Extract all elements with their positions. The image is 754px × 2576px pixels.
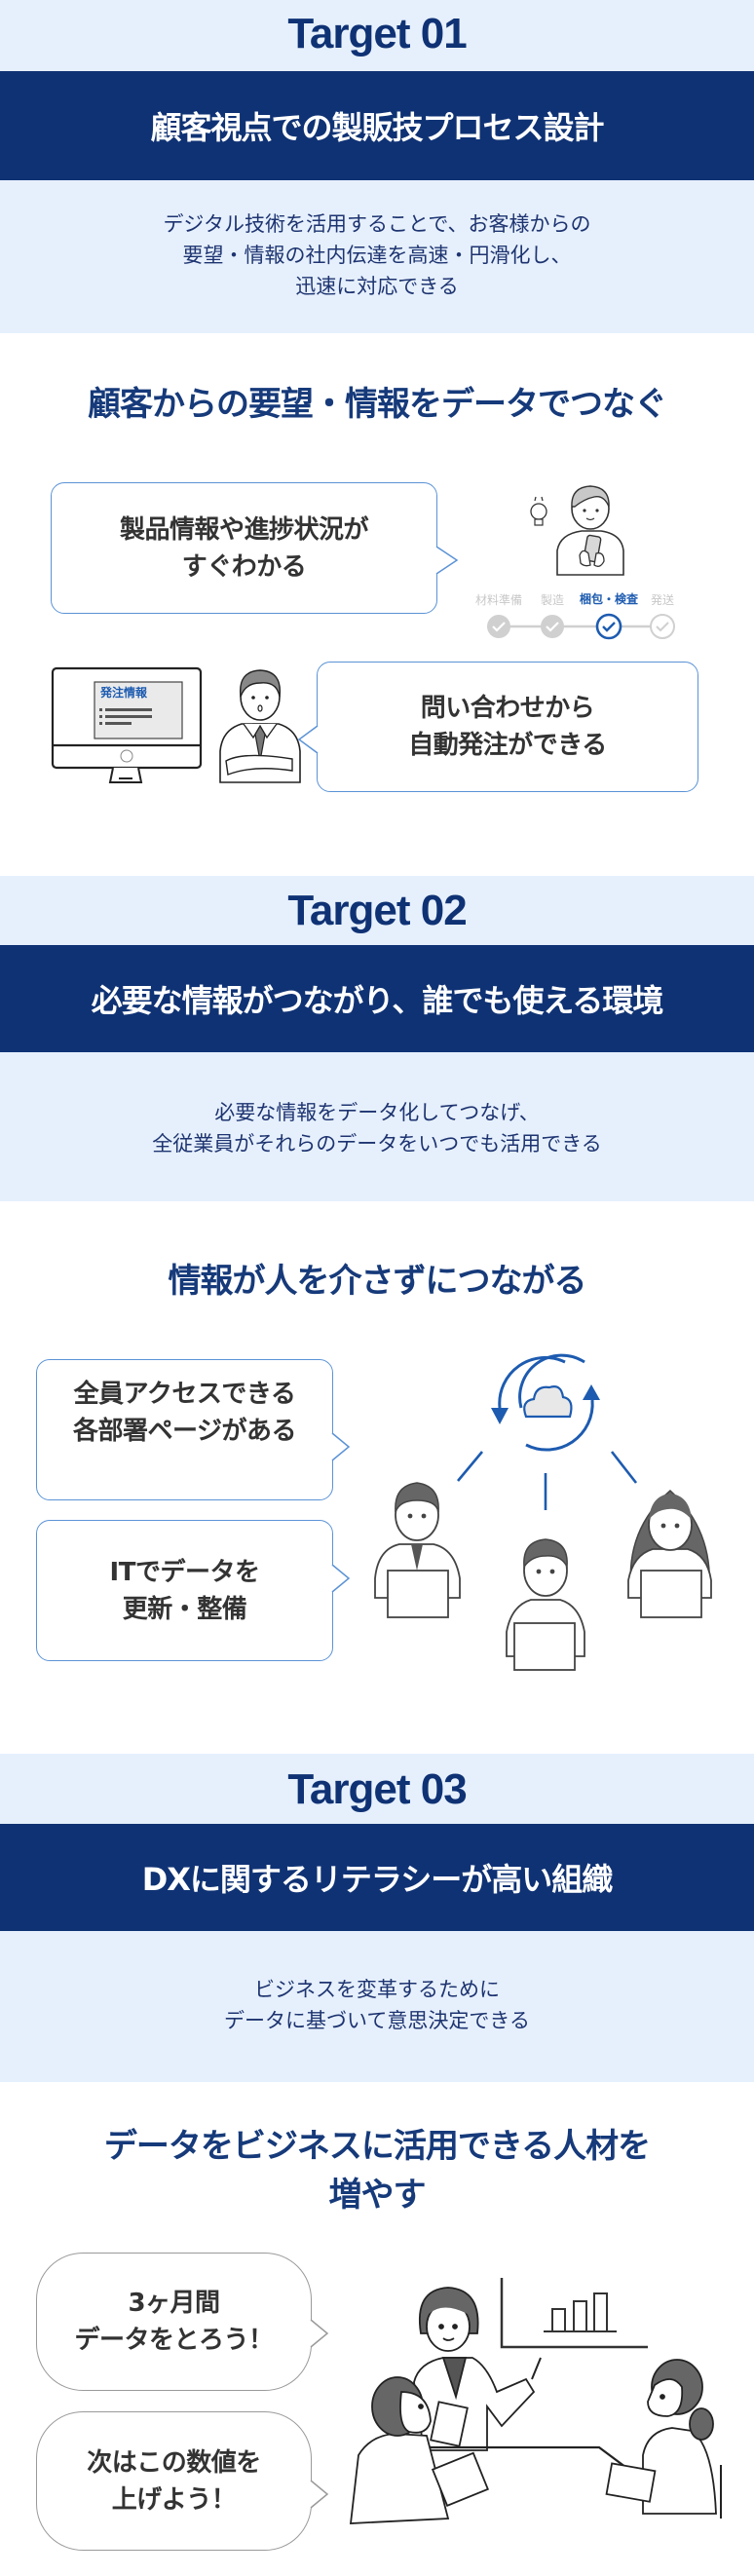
description-line: ビジネスを変革するために (254, 1978, 500, 2001)
target-03-title-band: DXに関するリテラシーが高い組織 (0, 1824, 754, 1931)
target-02-title-band: 必要な情報がつながり、誰でも使える環境 (0, 945, 754, 1052)
target-02-heading: 情報が人を介さずにつながる (168, 1262, 587, 1301)
heading-line: 増やす (328, 2176, 427, 2215)
step-label-materials: 材料準備 (474, 593, 522, 607)
cloud-sync-icon (491, 1353, 600, 1452)
laptop-icon (640, 1570, 702, 1618)
description-line: 必要な情報をデータ化してつなげ、 (214, 1101, 540, 1124)
target-01-label: Target 01 (287, 10, 467, 57)
speech-bubble-department-pages: 全員アクセスできる 各部署ページがある (36, 1359, 333, 1500)
progress-steps-graphic (487, 613, 675, 640)
bubble-tail-right (435, 546, 459, 575)
bubble-text: 3ヶ月間 データをとろう！ (74, 2289, 274, 2355)
bubble-text: ITでデータを 更新・整備 (109, 1557, 260, 1624)
bubble-tail-right (331, 1564, 351, 1593)
speech-bubble-collect-data: 3ヶ月間 データをとろう！ (36, 2253, 312, 2391)
check-circle-current-icon (595, 613, 622, 640)
target-03-description: ビジネスを変革するために データに基づいて意思決定できる (0, 1974, 754, 2036)
target-02-label: Target 02 (287, 887, 467, 934)
team-network-illustration (374, 1353, 712, 1671)
target-03-title: DXに関するリテラシーが高い組織 (141, 1861, 614, 1898)
bubble-tail-right (310, 2319, 329, 2348)
employee-young-man (506, 1538, 585, 1671)
bar-chart-board-icon (500, 2278, 648, 2349)
speech-bubble-raise-numbers: 次はこの数値を 上げよう！ (36, 2411, 312, 2551)
laptop-icon (387, 1570, 449, 1618)
bubble-tail-right (310, 2480, 329, 2509)
meeting-man (349, 2376, 489, 2524)
meeting-woman (605, 2359, 722, 2519)
target-02-description: 必要な情報をデータ化してつなげ、 全従業員がそれらのデータをいつでも活用できる (0, 1097, 754, 1159)
bubble-tail-right (331, 1432, 351, 1461)
step-label-packing-inspection: 梱包・検査 (579, 592, 638, 606)
bubble-text: 製品情報や進捗状況が すぐわかる (119, 514, 369, 582)
check-circle-done-icon (487, 615, 510, 638)
bubble-text: 全員アクセスできる 各部署ページがある (73, 1379, 296, 1446)
heading-line: データをビジネスに活用できる人材を (103, 2127, 651, 2166)
description-line: 迅速に対応できる (295, 275, 459, 298)
target-03-heading: データをビジネスに活用できる人材を 増やす (0, 2122, 754, 2219)
bubble-text: 次はこの数値を 上げよう！ (87, 2447, 261, 2515)
cloud-sync-icon (120, 749, 133, 763)
connector-line (610, 1451, 638, 1484)
speech-bubble-it-data-update: ITでデータを 更新・整備 (36, 1520, 333, 1661)
target-01-description: デジタル技術を活用することで、お客様からの 要望・情報の社内伝達を高速・円滑化し… (0, 208, 754, 302)
speech-bubble-product-info: 製品情報や進捗状況が すぐわかる (51, 482, 437, 614)
target-02-title: 必要な情報がつながり、誰でも使える環境 (91, 982, 664, 1019)
description-line: 全従業員がそれらのデータをいつでも活用できる (152, 1132, 602, 1155)
target-01-title-band: 顧客視点での製販技プロセス設計 (0, 71, 754, 180)
employee-woman (627, 1489, 712, 1618)
step-label-manufacturing: 製造 (540, 593, 564, 607)
description-line: データに基づいて意思決定できる (224, 2009, 530, 2032)
bubble-tail-left (297, 725, 319, 754)
speech-bubble-auto-order: 問い合わせから 自動発注ができる (317, 662, 698, 792)
connector-line (457, 1451, 483, 1482)
step-label-shipping: 発送 (650, 593, 674, 607)
description-line: デジタル技術を活用することで、お客様からの (163, 212, 591, 236)
monitor-illustration: 発注情報 (51, 666, 203, 788)
businessman-illustration (219, 669, 301, 783)
light-bulb-icon (530, 496, 547, 526)
person-with-phone-illustration (530, 485, 624, 576)
description-line: 要望・情報の社内伝達を高速・円滑化し、 (182, 244, 572, 267)
target-03-label: Target 03 (287, 1765, 467, 1813)
meeting-illustration (349, 2278, 722, 2524)
target-01-heading: 顧客からの要望・情報をデータでつなぐ (88, 385, 667, 424)
target-01-title: 顧客視点での製販技プロセス設計 (150, 109, 604, 146)
presenter-woman (413, 2287, 542, 2451)
monitor-screen-title: 発注情報 (100, 686, 148, 700)
employee-man-tie (374, 1482, 461, 1618)
check-circle-done-icon (541, 615, 564, 638)
bubble-text: 問い合わせから 自動発注ができる (408, 694, 607, 760)
laptop-icon (513, 1622, 576, 1671)
check-circle-pending-icon (650, 614, 675, 639)
